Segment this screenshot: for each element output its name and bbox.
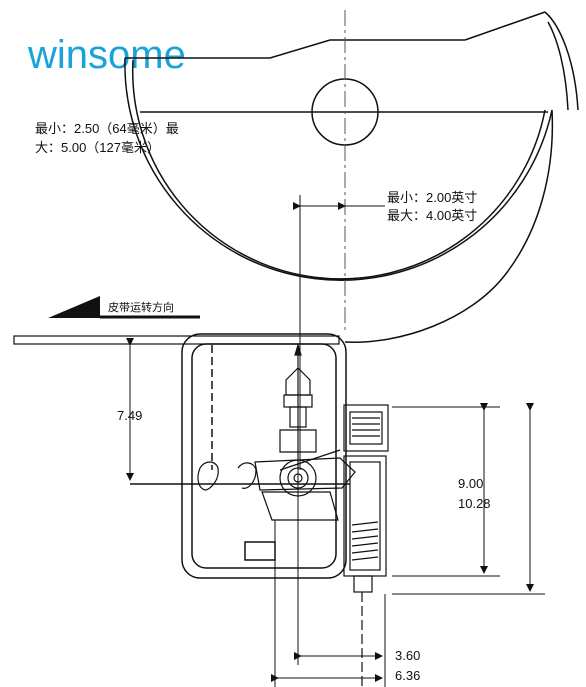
spring-tensioner xyxy=(343,404,389,686)
dim-3-60-label: 3.60 xyxy=(395,648,420,663)
belt-direction-arrow: 皮带运转方向 xyxy=(48,296,200,319)
dimension-6-36 xyxy=(271,520,383,687)
pulley-outline xyxy=(124,57,553,281)
dimension-10-28 xyxy=(392,403,545,595)
pulley-rim-inner xyxy=(547,21,569,111)
pulley-top-right xyxy=(464,11,546,41)
pulley-rim-lower xyxy=(344,109,554,343)
radius-min-label: 最小：2.50（64毫米）最 xyxy=(35,121,179,136)
dimension-3-60 xyxy=(294,470,386,687)
dim-6-36-label: 6.36 xyxy=(395,668,420,683)
conveyor-belt xyxy=(13,335,340,345)
offset-dimension xyxy=(293,195,385,470)
brand-logo: winsome xyxy=(27,33,186,77)
scraper-mechanism xyxy=(130,342,356,521)
pulley-inner-outline xyxy=(131,59,546,280)
offset-max-label: 最大：4.00英寸 xyxy=(387,208,477,223)
pulley xyxy=(124,11,579,343)
dim-10-28-label: 10.28 xyxy=(458,496,491,511)
pulley-rim xyxy=(544,11,579,111)
radius-max-label: 大：5.00（127毫米） xyxy=(35,140,160,155)
dim-9-00-label: 9.00 xyxy=(458,476,483,491)
dim-7-49-label: 7.49 xyxy=(117,408,142,423)
pulley-top-edge xyxy=(125,39,465,59)
dimension-9-00 xyxy=(392,403,500,577)
belt-direction-label: 皮带运转方向 xyxy=(108,300,174,314)
offset-min-label: 最小：2.00英寸 xyxy=(387,190,477,205)
